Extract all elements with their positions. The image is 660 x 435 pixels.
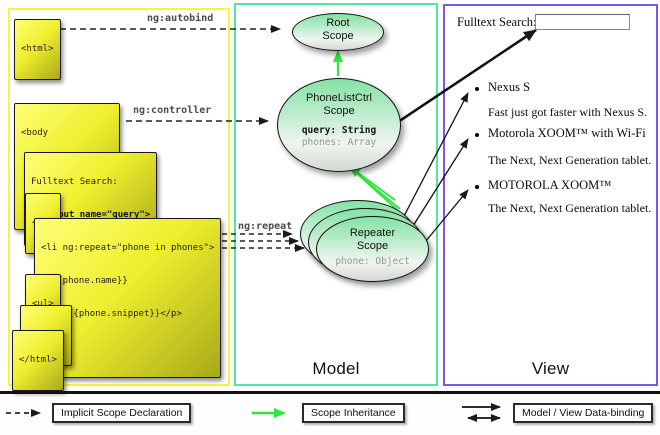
code-line: <p>{{phone.snippet}}</p> [41,309,182,319]
repeater-prop-phone: phone: Object [335,256,410,267]
fulltext-search-input[interactable] [535,14,630,30]
code-html-open: <html> [14,19,61,80]
view-panel-label: View [531,359,570,378]
code-line: {{phone.name}} [41,276,128,286]
bullet-icon [475,133,479,137]
view-panel: View [443,4,658,386]
repeater-scope-name: Repeater [349,227,396,239]
model-panel: Model [234,3,438,386]
code-line: <ul> [32,299,54,309]
phonelistctrl-scope-ellipse: PhoneListCtrl Scope query: String phones… [277,78,401,172]
code-line: Fulltext Search: [31,177,118,187]
view-item-snippet: The Next, Next Generation tablet. [488,201,652,215]
legend-scope-inheritance: Scope Inheritance [302,403,405,423]
code-line: <body [21,128,49,138]
label-ng-repeat: ng:repeat [238,221,293,232]
phonelistctrl-prop-query: query: String [301,125,377,136]
view-item-snippet: The Next, Next Generation tablet. [488,153,652,167]
repeater-scope-ellipse: Repeater Scope phone: Object [316,216,429,282]
view-item-snippet: Fast just got faster with Nexus S. [488,105,647,119]
root-scope-name: Root [326,17,350,29]
phonelistctrl-scope-name: Scope [323,105,355,117]
phonelistctrl-prop-phones: phones: Array [301,137,377,148]
code-line: <li ng:repeat="phone in phones"> [41,243,215,253]
legend-implicit-scope-declaration: Implicit Scope Declaration [52,403,192,423]
model-panel-label: Model [312,359,360,378]
legend-model-view-data-binding: Model / View Data-binding [513,403,654,423]
root-scope-name: Scope [322,30,354,42]
code-line: </html> [19,355,57,365]
view-search-label: Fulltext Search: [457,15,537,29]
code-html-close: </html> [12,330,64,391]
root-scope-ellipse: Root Scope [292,13,384,51]
view-item-title: MOTOROLA XOOM™ [488,178,612,192]
view-item-title: Nexus S [488,80,531,94]
phonelistctrl-scope-name: PhoneListCtrl [305,92,373,104]
label-ng-autobind: ng:autobind [147,13,214,24]
bullet-icon [475,185,479,189]
repeater-scope-name: Scope [356,240,389,252]
bullet-icon [475,87,479,91]
code-html-open-text: <html> [21,44,54,54]
legend-separator [0,391,660,394]
label-ng-controller: ng:controller [133,105,212,116]
view-item-title: Motorola XOOM™ with Wi-Fi [488,126,646,140]
